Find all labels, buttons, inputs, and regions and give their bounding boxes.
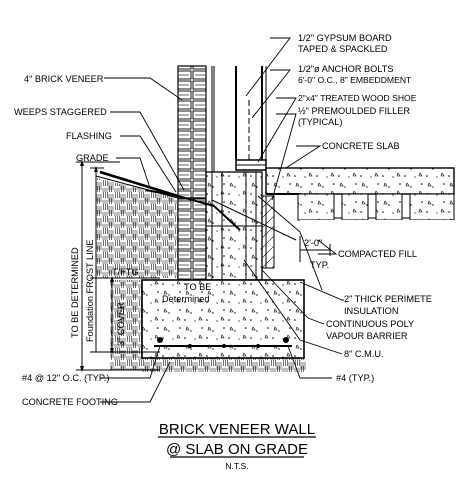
label-vert-determined: TO BE DETERMINED <box>70 247 80 338</box>
label-insulation-2: INSULATION <box>344 306 398 316</box>
label-flashing: FLASHING <box>66 131 112 141</box>
label-anchor-2: 6'-0" O.C., 8" EMBEDDMENT <box>298 75 412 85</box>
label-vert-frost: Foundation FROST LINE <box>85 240 95 342</box>
label-concrete-slab: CONCRETE SLAB <box>322 141 400 151</box>
title-block: BRICK VENEER WALL @ SLAB ON GRADE N.T.S. <box>158 421 316 471</box>
leader-lines <box>100 37 344 403</box>
label-dim-2-0: 2'-0" <box>304 238 322 248</box>
label-filler-2: (TYPICAL) <box>298 117 342 127</box>
label-weeps: WEEPS STAGGERED <box>14 107 107 117</box>
label-to-be-2: Determined <box>162 294 210 304</box>
label-brick-veneer: 4" BRICK VENEER <box>24 74 104 84</box>
brick-veneer-wall <box>177 65 267 250</box>
annotation-labels: 1/2" GYPSUM BOARD TAPED & SPACKLED 1/2"ø… <box>14 33 432 407</box>
cmu-foundation-wall <box>177 171 263 281</box>
label-t-ftg: T/FTG <box>112 267 139 277</box>
title-line-1: BRICK VENEER WALL <box>159 421 315 438</box>
label-concrete-footing: CONCRETE FOOTING <box>22 397 118 407</box>
compacted-fill <box>300 220 454 276</box>
label-grade: GRADE <box>76 153 109 163</box>
label-to-be-1: TO BE <box>184 282 211 292</box>
label-rebar-right: #4 (TYP.) <box>336 373 374 383</box>
concrete-footing <box>141 279 305 359</box>
label-poly-2: VAPOUR BARRIER <box>326 331 408 341</box>
label-poly-1: CONTINUOUS POLY <box>326 319 414 329</box>
label-typ: TYP. <box>310 260 329 270</box>
dimension-lines <box>76 160 331 372</box>
title-scale: N.T.S. <box>225 461 248 471</box>
label-anchor-1: 1/2"ø ANCHOR BOLTS <box>298 64 394 74</box>
label-compacted-fill: COMPACTED FILL <box>338 249 417 259</box>
flashing <box>145 189 241 231</box>
label-cmu: 8" C.M.U. <box>344 349 384 359</box>
label-filler-1: ½" PREMOULDED FILLER <box>298 106 410 116</box>
label-insulation-1: 2" THICK PERIMETE <box>344 294 432 304</box>
label-gypsum-2: TAPED & SPACKLED <box>298 44 388 54</box>
label-wood-shoe: 2"x4" TREATED WOOD SHOE <box>298 93 417 103</box>
title-line-2: @ SLAB ON GRADE <box>166 441 308 458</box>
label-rebar-left: #4 @ 12" O.C. (TYP.) <box>22 373 109 383</box>
label-vert-cover: 3" COVER <box>116 302 126 346</box>
soil-grade <box>95 170 306 372</box>
label-gypsum-1: 1/2" GYPSUM BOARD <box>298 33 392 43</box>
